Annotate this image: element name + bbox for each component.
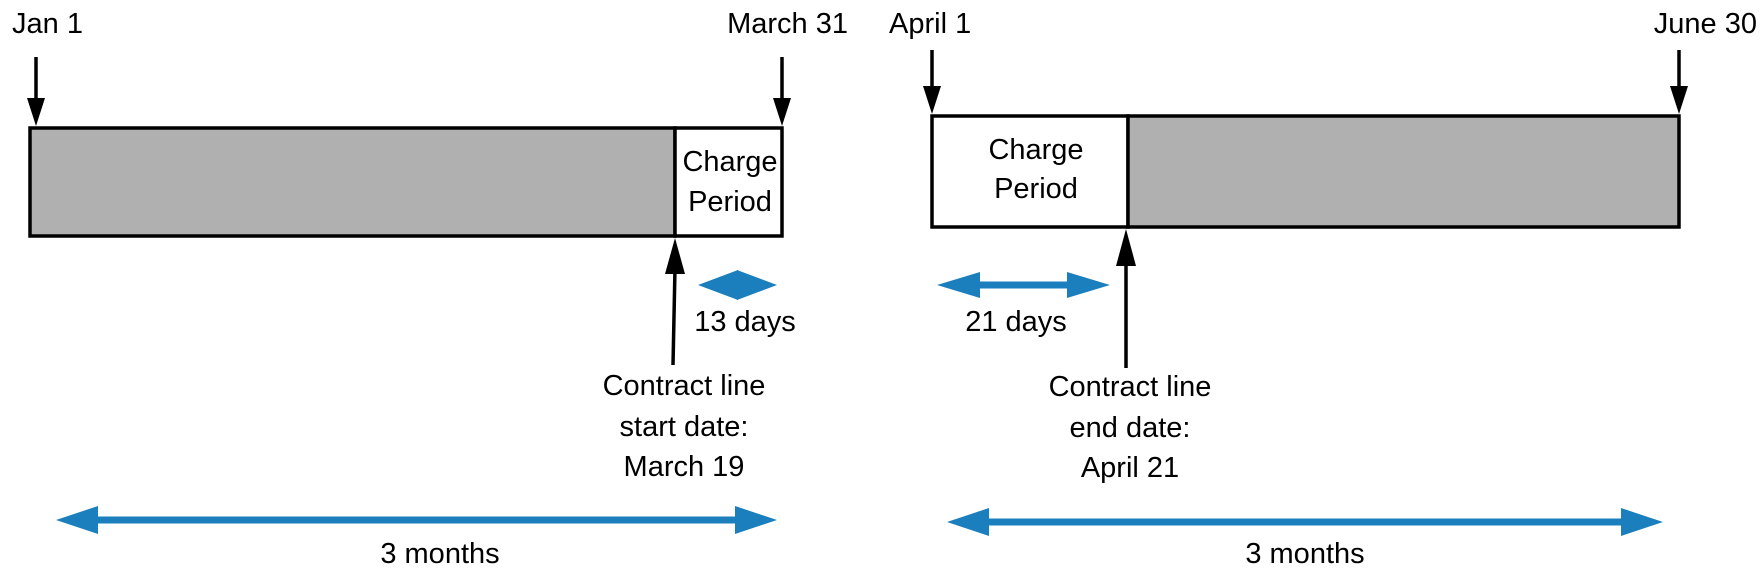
right-span-label: 3 months — [1245, 538, 1364, 570]
left-charge-period-label-line2: Period — [688, 186, 772, 218]
left-charge-days-arrow[interactable] — [698, 270, 777, 300]
right-contract-line-caption-3: April 21 — [1081, 452, 1179, 484]
left-contract-line-arrow — [665, 238, 685, 366]
right-contract-line-caption-2: end date: — [1070, 412, 1191, 444]
left-contract-line-caption-2: start date: — [620, 411, 749, 443]
right-charge-days-label: 21 days — [965, 306, 1067, 338]
right-panel: Charge Period April 1 June 30 21 days Co… — [889, 8, 1757, 570]
right-start-date-label: April 1 — [889, 8, 971, 40]
left-charge-period-box — [673, 126, 784, 238]
right-charge-period-label-line1: Charge — [988, 134, 1083, 166]
right-charge-period-label-line2: Period — [994, 173, 1078, 205]
left-charge-period-label-line1: Charge — [682, 146, 777, 178]
left-end-date-label: March 31 — [727, 8, 848, 40]
right-charge-days-arrow[interactable] — [937, 272, 1110, 298]
right-contract-line-caption-1: Contract line — [1049, 371, 1212, 403]
right-contract-line-arrow — [1116, 229, 1136, 368]
right-charge-period-box — [930, 114, 1130, 229]
right-end-date-label: June 30 — [1654, 8, 1757, 40]
right-uncharged-block — [1126, 114, 1681, 229]
left-start-pointer-arrow — [27, 57, 45, 126]
left-panel: Charge Period Jan 1 March 31 13 days Con… — [12, 8, 848, 570]
left-charge-days-label: 13 days — [694, 306, 796, 338]
left-span-arrow[interactable] — [56, 506, 777, 534]
left-contract-line-caption-1: Contract line — [603, 370, 766, 402]
right-span-arrow[interactable] — [947, 508, 1663, 536]
left-end-pointer-arrow — [773, 57, 791, 126]
right-start-pointer-arrow — [923, 50, 941, 114]
left-uncharged-block — [28, 126, 677, 238]
left-span-label: 3 months — [380, 538, 499, 570]
left-start-date-label: Jan 1 — [12, 8, 83, 40]
right-end-pointer-arrow — [1670, 50, 1688, 114]
left-contract-line-caption-3: March 19 — [624, 451, 745, 483]
